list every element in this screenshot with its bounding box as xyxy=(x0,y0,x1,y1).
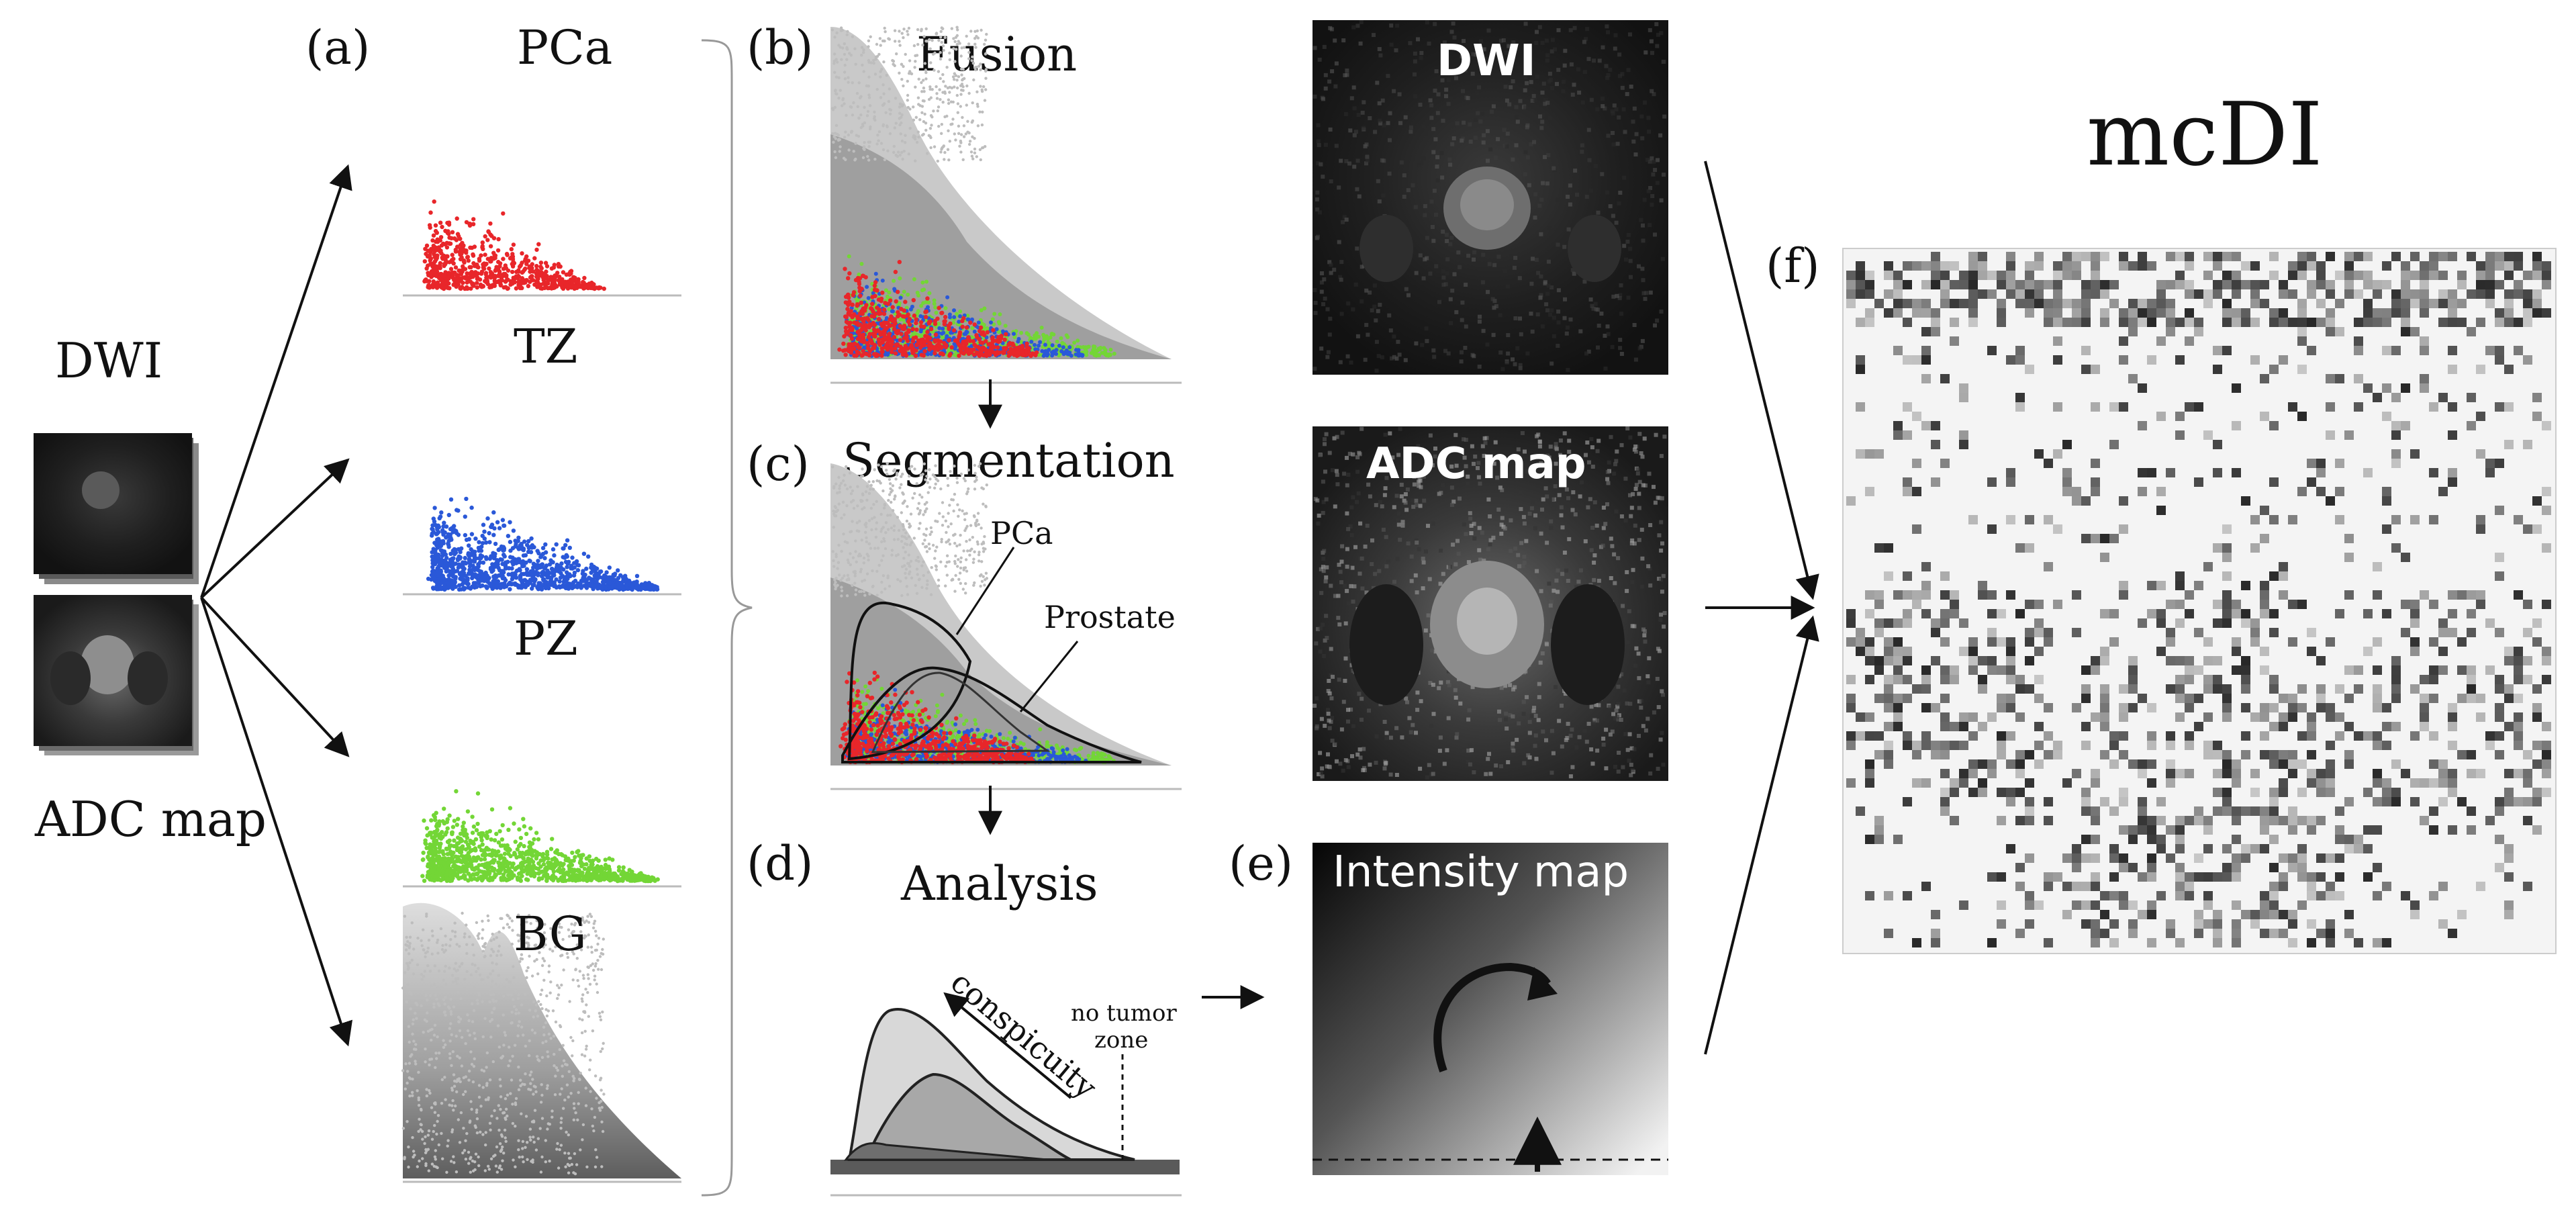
mcdi-pixels xyxy=(1846,252,2551,947)
analysis-diagram: conspicuity no tumor zone xyxy=(830,964,1182,1197)
fan-out-arrows xyxy=(200,164,353,1047)
conspicuity-arrow xyxy=(943,992,1072,1099)
plot-pz: PZ xyxy=(403,611,681,888)
left-adc-label: ADC map xyxy=(34,791,267,847)
inner-contour xyxy=(871,671,1051,753)
panel-c-letter: (c) xyxy=(747,436,810,492)
annotation-pca: PCa xyxy=(990,515,1053,551)
pz-scatter xyxy=(420,789,660,884)
grouping-brace xyxy=(701,39,753,1197)
inner-distribution xyxy=(844,1142,1048,1161)
annotation-no-tumor-2: zone xyxy=(1094,1027,1148,1054)
segmentation-plot: PCa Prostate xyxy=(830,462,1182,790)
pca-contour xyxy=(847,601,972,761)
left-dwi-label: DWI xyxy=(55,332,162,389)
tz-scatter xyxy=(426,496,660,592)
intensity-map-title: Intensity map xyxy=(1333,847,1629,897)
panel-d-title: Analysis xyxy=(900,856,1098,911)
plot-pz-title: PZ xyxy=(514,611,578,666)
panel-f-letter: (f) xyxy=(1766,238,1820,293)
pca-scatter xyxy=(422,199,606,291)
intensity-map: Intensity map xyxy=(1313,843,1668,1175)
fusion-scatter xyxy=(830,26,1116,359)
prostate-contour xyxy=(841,666,1142,763)
adc-image: ADC map xyxy=(1313,426,1668,781)
panel-d-letter: (d) xyxy=(747,836,813,891)
panel-a-letter: (a) xyxy=(305,20,370,75)
dwi-image: DWI xyxy=(1313,20,1668,375)
converge-arrows xyxy=(1704,160,1819,1055)
middle-distribution xyxy=(863,1072,1071,1161)
adc-image-title: ADC map xyxy=(1366,439,1586,489)
panel-c-title: Segmentation xyxy=(843,433,1175,488)
plot-pca: PCa xyxy=(403,20,681,297)
scan-stack xyxy=(34,433,199,755)
annotation-prostate: Prostate xyxy=(1044,599,1176,635)
mcdi-image xyxy=(1842,248,2557,954)
dwi-image-title: DWI xyxy=(1437,36,1536,86)
panel-f-title: mcDI xyxy=(2087,83,2323,185)
plot-tz: TZ xyxy=(403,319,681,596)
panel-e-letter: (e) xyxy=(1229,836,1293,891)
plot-bg-title: BG xyxy=(514,907,587,962)
fusion-plot xyxy=(830,26,1182,384)
panel-b-letter: (b) xyxy=(747,20,813,75)
panel-b-title: Fusion xyxy=(916,27,1077,82)
plot-bg: BG xyxy=(401,902,681,1183)
plot-pca-title: PCa xyxy=(517,20,612,75)
annotation-no-tumor-1: no tumor xyxy=(1071,1000,1177,1027)
bg-scatter xyxy=(401,911,606,1176)
plot-tz-title: TZ xyxy=(514,319,577,374)
